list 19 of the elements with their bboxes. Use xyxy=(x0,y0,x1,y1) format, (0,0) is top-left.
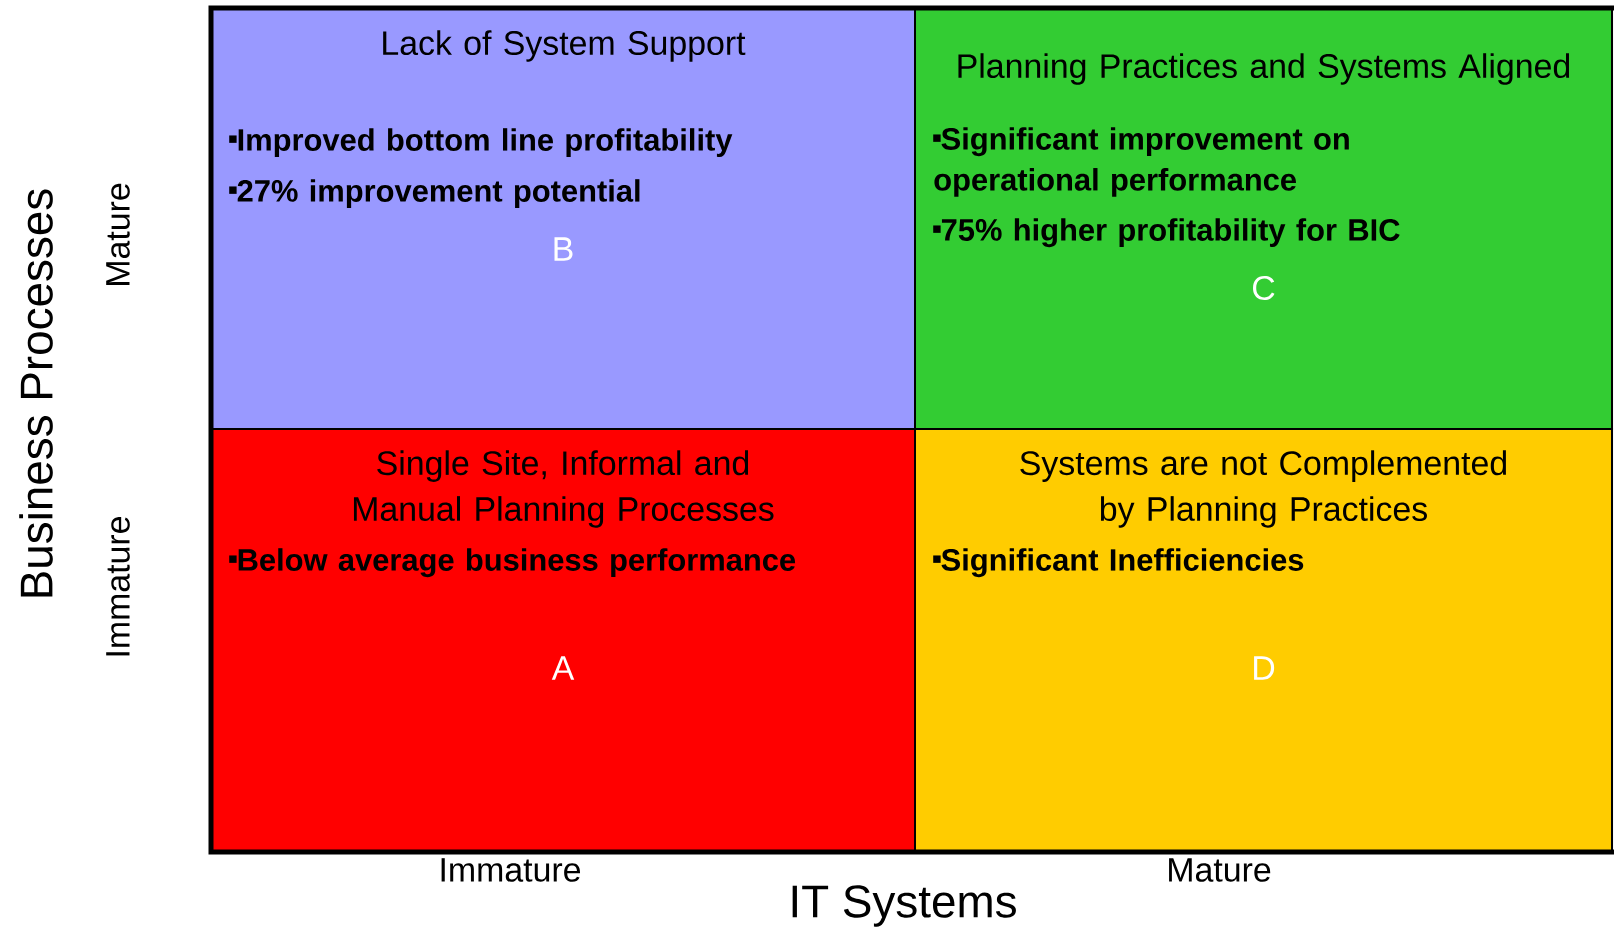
quadrant-letter: A xyxy=(551,656,575,680)
quadrant-letter: B xyxy=(554,237,573,261)
bullet-item: 27% improvement potential xyxy=(229,179,640,208)
quadrant-letter: C xyxy=(1253,276,1275,300)
bullet-item: Significant Inefficiencies xyxy=(933,548,1304,578)
bullet-item: 75% higher profitability for BIC xyxy=(933,218,1400,248)
quadrant-title: Systems are not Complemented by Planning Practices xyxy=(1020,450,1506,528)
bullet-item: Below average business performance xyxy=(229,548,796,578)
quadrant-title: Lack of System Support xyxy=(383,30,746,62)
quadrant-title: Planning Practices and Systems Aligned xyxy=(958,53,1570,85)
bullet-item: Improved bottom line profitability xyxy=(229,128,733,157)
axis-tick-label: Immature xyxy=(106,517,130,656)
axis-tick-label: Mature xyxy=(106,183,130,285)
quadrant-title: Single Site, Informal and Manual Planning Processes xyxy=(353,450,774,528)
bullet-item: Significant improvement on operational performance xyxy=(933,127,1349,197)
quadrant-box xyxy=(914,428,1614,853)
quadrant-letter: D xyxy=(1254,656,1275,680)
axis-title: Business Processes xyxy=(19,189,53,597)
axis-title: IT Systems xyxy=(792,885,1016,927)
